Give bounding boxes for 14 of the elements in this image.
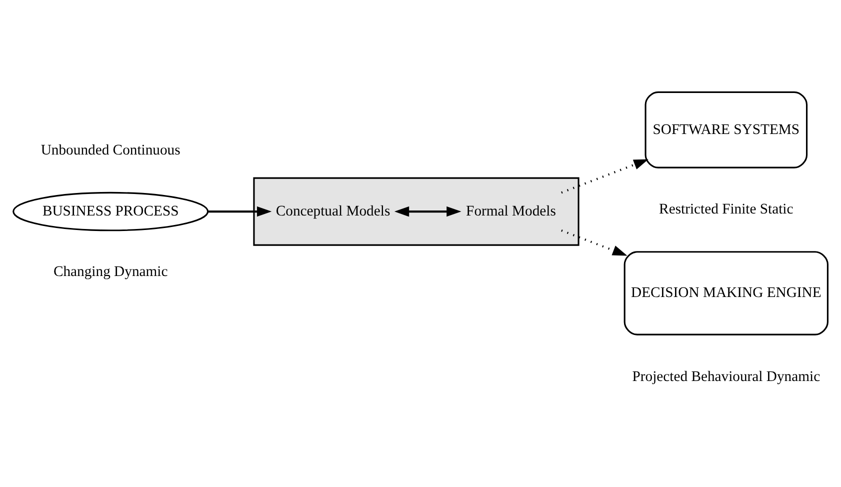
arrow	[208, 206, 272, 216]
node-label: Unbounded Continuous	[40, 142, 180, 158]
cluster	[253, 176, 580, 246]
arrow	[561, 229, 628, 256]
node-box: DECISION MAKING ENGINE	[624, 250, 828, 335]
node-text: Formal Models	[466, 202, 556, 219]
node-label: Changing Dynamic	[53, 264, 168, 280]
node-text: Conceptual Models	[276, 202, 390, 219]
node-label: Restricted Finite Static	[659, 200, 794, 217]
node-label: Projected Behavioural Dynamic	[632, 368, 820, 384]
arrow	[394, 206, 462, 216]
arrow	[561, 158, 648, 194]
node-box: SOFTWARE SYSTEMS	[644, 90, 808, 168]
node-ellipse: BUSINESS PROCESS	[12, 191, 209, 231]
